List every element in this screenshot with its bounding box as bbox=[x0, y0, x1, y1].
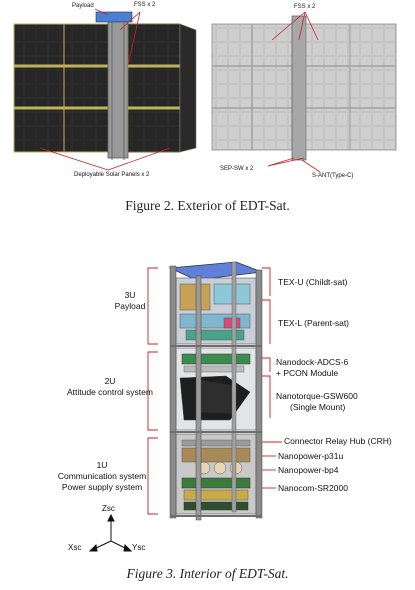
figure2-caption: Figure 2. Exterior of EDT-Sat. bbox=[125, 198, 290, 213]
nanodock-label-line2: + PCON Module bbox=[276, 368, 339, 378]
figure2-exterior-drawing bbox=[13, 8, 397, 173]
payload-label: Payload bbox=[72, 3, 94, 9]
axis-z-label: Zsc bbox=[102, 504, 115, 513]
fss-label-left: FSS x 2 bbox=[134, 2, 156, 8]
axis-x-label: Xsc bbox=[68, 543, 82, 552]
tex-u-label: TEX-U (Childt-sat) bbox=[278, 277, 348, 287]
section-1u-desc1: Communication system bbox=[57, 471, 147, 481]
section-2u-desc: Attitude control system bbox=[67, 387, 153, 397]
section-2u-title: 2U bbox=[104, 376, 116, 386]
crh-label: Connector Relay Hub (CRH) bbox=[284, 436, 392, 446]
section-3u-title: 3U bbox=[124, 290, 136, 300]
left-leader-lines bbox=[39, 8, 171, 171]
section-1u-title: 1U bbox=[96, 460, 108, 470]
axis-y-label: Ysc bbox=[132, 543, 146, 552]
right-leader-lines bbox=[267, 11, 321, 173]
nanotorque-label-line1: Nanotorque-GSW600 bbox=[276, 391, 358, 401]
solar-panels-label: Deployable Solar Panels x 2 bbox=[74, 172, 150, 178]
left-solar-wing-right bbox=[127, 23, 197, 153]
s-ant-label: S-ANT(Type-C) bbox=[312, 173, 354, 179]
nanotorque-label-line2: (Single Mount) bbox=[290, 402, 346, 412]
figure3-caption: Figure 3. Interior of EDT-Sat. bbox=[126, 566, 289, 581]
sep-sw-label: SEP-SW x 2 bbox=[220, 166, 254, 172]
left-exterior-view bbox=[13, 8, 197, 171]
section-3u: 3U Payload bbox=[80, 290, 180, 312]
p31u-label: Nanopower-p31u bbox=[278, 451, 344, 461]
section-3u-desc: Payload bbox=[114, 301, 146, 311]
bp4-label: Nanopower-bp4 bbox=[278, 465, 339, 475]
cubesat-frame bbox=[168, 261, 263, 521]
section-2u: 2U Attitude control system bbox=[60, 376, 160, 398]
right-exterior-view bbox=[211, 11, 397, 173]
left-solar-wing-left bbox=[13, 23, 117, 153]
section-1u-desc2: Power supply system bbox=[61, 482, 143, 492]
sr2000-label: Nanocom-SR2000 bbox=[278, 483, 348, 493]
left-satellite-body bbox=[95, 11, 133, 160]
tex-l-label: TEX-L (Parent-sat) bbox=[278, 318, 350, 328]
section-1u: 1U Communication system Power supply sys… bbox=[52, 460, 152, 493]
coordinate-axes bbox=[88, 513, 133, 552]
fss-label-right: FSS x 2 bbox=[294, 4, 316, 10]
nanodock-label-line1: Nanodock-ADCS-6 bbox=[276, 357, 349, 367]
